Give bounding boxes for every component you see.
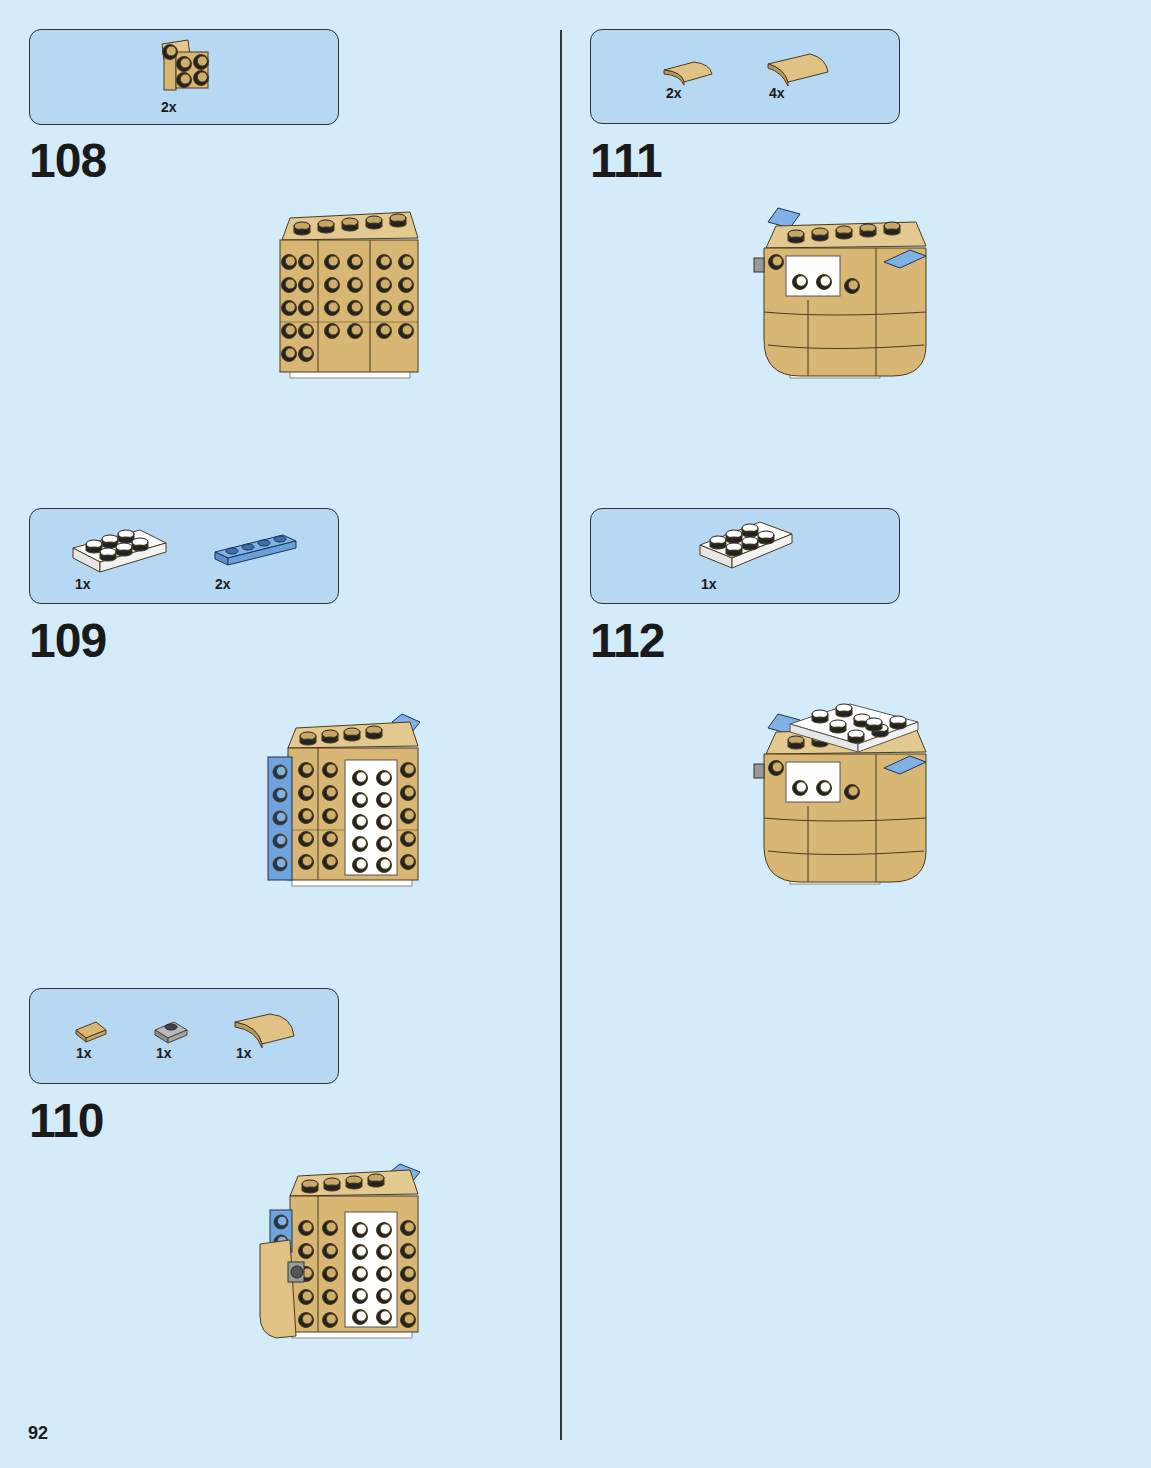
part-quantity: 1x: [75, 577, 91, 591]
model-step-110: [260, 1164, 420, 1338]
model-step-111: [754, 208, 926, 378]
model-step-112: [754, 704, 926, 884]
parts-callout-box: 1x 2x: [29, 508, 339, 604]
model-step-109: [268, 714, 420, 886]
step-number: 109: [29, 617, 106, 665]
part-quantity: 2x: [215, 577, 231, 591]
column-divider: [560, 30, 562, 1440]
part-quantity: 2x: [161, 100, 177, 114]
step-number: 112: [590, 617, 664, 665]
part-quantity: 2x: [666, 86, 682, 100]
part-quantity: 1x: [156, 1046, 172, 1060]
parts-callout-box: 2x: [29, 29, 339, 125]
part-quantity: 1x: [76, 1046, 92, 1060]
page-number: 92: [28, 1424, 48, 1442]
part-quantity: 1x: [701, 577, 717, 591]
parts-callout-box: 1x 1x 1x: [29, 988, 339, 1084]
parts-callout-box: 1x: [590, 508, 900, 604]
part-icons: [73, 40, 828, 1048]
part-quantity: 4x: [769, 86, 785, 100]
step-number: 108: [29, 137, 106, 185]
model-step-108: [280, 212, 418, 378]
step-number: 111: [590, 137, 662, 185]
step-number: 110: [29, 1097, 103, 1145]
parts-callout-box: 2x 4x: [590, 29, 900, 124]
callout-grounds: [29, 29, 900, 1084]
part-quantity: 1x: [236, 1046, 252, 1060]
